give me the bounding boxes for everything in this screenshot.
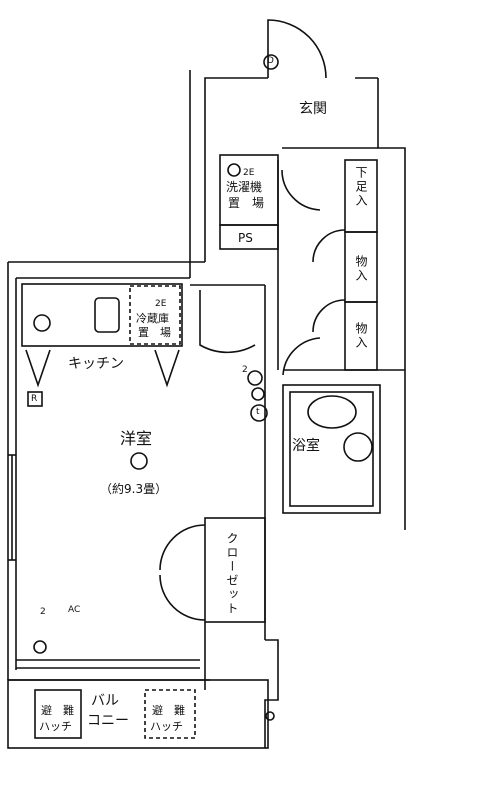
fridge-label-top: 冷蔵庫 <box>136 312 169 325</box>
hatch-box-right <box>144 689 196 739</box>
storage-1-label: 物入 <box>354 255 368 283</box>
outlet-2-room: 2 <box>242 365 248 375</box>
fridge-label-bottom: 置 場 <box>138 326 171 339</box>
wall-lower-right <box>264 639 279 748</box>
outlet-icon <box>247 370 263 386</box>
closet-door-1 <box>159 524 206 571</box>
closet-door-2 <box>159 574 206 621</box>
ceiling-light-icon <box>130 452 148 470</box>
ps-label: PS <box>238 231 253 245</box>
kitchen-counter <box>21 283 183 347</box>
r-mark: R <box>31 394 38 404</box>
ac-mark: AC <box>68 605 81 615</box>
outlet-2-ac: 2 <box>40 607 46 617</box>
balcony-outline <box>7 679 269 749</box>
closet-label: クローゼット <box>225 532 239 616</box>
thermostat-icon <box>250 404 268 422</box>
laundry-door <box>281 169 321 211</box>
storage-door-1 <box>312 229 346 263</box>
hatch-box-left <box>34 689 82 739</box>
kitchen-label: キッチン <box>68 356 124 372</box>
cabinet-right <box>154 349 180 388</box>
laundry-label-top: 洗濯機 <box>226 180 263 194</box>
wall-core-outer <box>204 77 268 262</box>
bathroom-box <box>282 384 381 514</box>
hatch-left-bottom: ハッチ <box>39 720 72 733</box>
hatch-right-top: 避 難 <box>152 704 185 717</box>
bathtub <box>307 395 357 429</box>
western-room-label: 洋室 <box>120 429 153 448</box>
bathroom-inner <box>289 391 374 507</box>
bath-door <box>282 337 321 376</box>
switch-icon <box>251 387 265 401</box>
shoe-storage-label: 下足入 <box>354 166 368 208</box>
western-room-size: （約9.3畳） <box>100 482 168 496</box>
hatch-right-bottom: ハッチ <box>150 720 183 733</box>
balcony-light-icon <box>265 711 275 721</box>
entrance-label: 玄関 <box>299 101 327 117</box>
sink <box>94 297 120 333</box>
laundry-faucet <box>227 163 241 177</box>
balcony-label-top: バル <box>91 693 119 709</box>
outlet-2e-laundry: 2E <box>243 168 255 178</box>
stove-burner <box>33 314 51 332</box>
washbasin <box>343 432 373 462</box>
closet-box <box>204 517 266 623</box>
storage-2-label: 物入 <box>354 322 368 350</box>
door-mark: D <box>267 56 274 66</box>
r-box <box>27 391 43 407</box>
room-door <box>199 290 256 354</box>
hatch-left-top: 避 難 <box>41 704 74 717</box>
ac-outlet-icon <box>33 640 47 654</box>
storage-door-2 <box>312 299 346 333</box>
fridge-space <box>129 285 181 345</box>
outlet-2e-fridge: 2E <box>155 299 167 309</box>
t-mark: t <box>256 407 260 417</box>
balcony-label-bottom: コニー <box>87 713 129 729</box>
bathroom-label: 浴室 <box>292 438 320 454</box>
wall-right-outer <box>377 78 406 520</box>
front-door <box>267 19 327 79</box>
cabinet-left <box>25 349 51 388</box>
door-mark-circle <box>263 54 279 70</box>
laundry-label-bottom: 置 場 <box>228 196 265 210</box>
